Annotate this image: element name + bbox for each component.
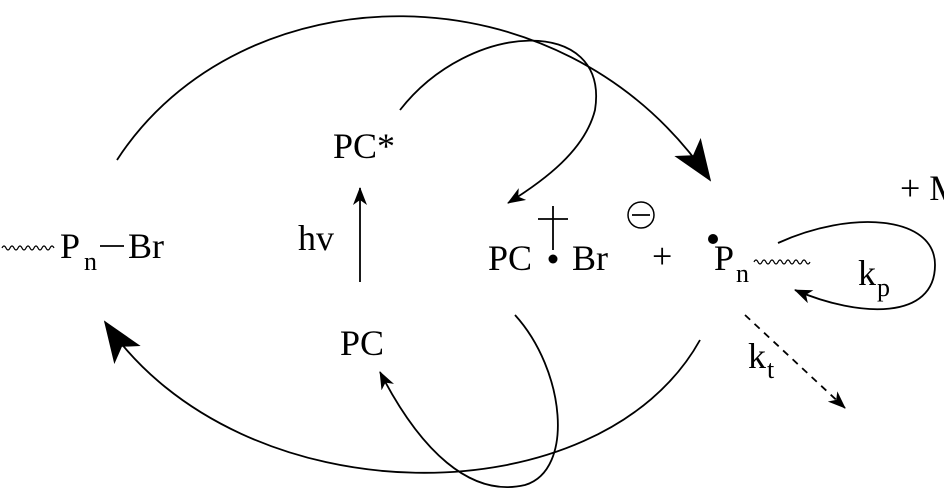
dormant-sub-label: n <box>84 247 97 276</box>
activation-arc-arrow <box>116 15 712 182</box>
bromide-label: Br <box>572 238 608 278</box>
termination-dashed-arrow <box>744 314 846 409</box>
plus-monomer-label: + M <box>900 168 944 208</box>
propagation-loop-arrow <box>777 221 936 311</box>
radical-dot <box>708 234 718 244</box>
kt-label: k <box>748 336 766 376</box>
pc-cation-label: PC <box>488 238 532 278</box>
deactivation-arc-arrow <box>103 320 701 474</box>
reduction-curve-arrow <box>379 314 559 488</box>
kp-sub-label: p <box>877 273 890 302</box>
anion-circle <box>627 201 655 229</box>
radical-chain-wavy <box>753 259 811 265</box>
pc-excited-label: PC* <box>333 126 395 166</box>
pc-label: PC <box>340 323 384 363</box>
dormant-p-label: P <box>60 226 80 266</box>
hv-label: hv <box>298 218 334 258</box>
radical-sub-label: n <box>736 259 749 288</box>
radical-p-label: P <box>714 238 734 278</box>
dormant-br-label: Br <box>128 226 164 266</box>
plus-label: + <box>652 236 672 276</box>
polymer-chain-wavy <box>1 245 55 251</box>
oxidation-curve-arrow <box>399 39 598 204</box>
radical-dot <box>548 254 558 264</box>
kt-sub-label: t <box>767 355 775 384</box>
kp-label: k <box>858 253 876 293</box>
